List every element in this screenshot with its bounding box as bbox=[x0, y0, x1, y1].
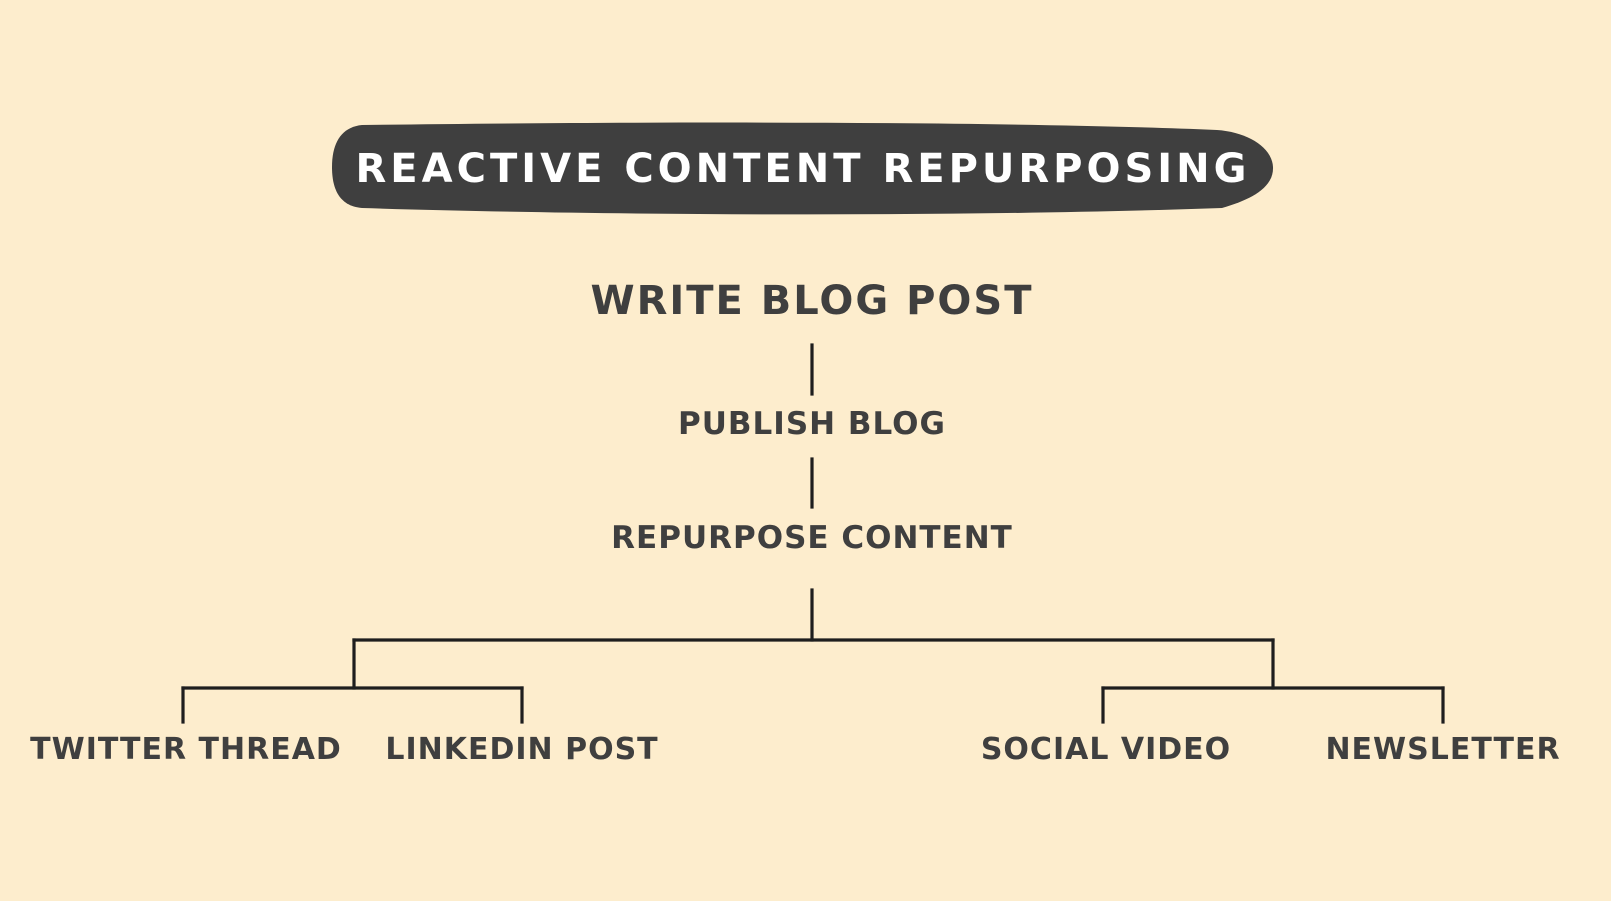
diagram-title: REACTIVE CONTENT REPURPOSING bbox=[355, 146, 1251, 192]
node-twitter-thread: TWITTER THREAD bbox=[30, 732, 342, 767]
title-banner: REACTIVE CONTENT REPURPOSING bbox=[332, 122, 1274, 216]
node-repurpose-content: REPURPOSE CONTENT bbox=[611, 520, 1013, 556]
node-social-video: SOCIAL VIDEO bbox=[980, 732, 1232, 767]
node-newsletter: NEWSLETTER bbox=[1325, 732, 1561, 767]
title-banner-shape bbox=[332, 122, 1274, 215]
node-write-blog-post: WRITE BLOG POST bbox=[590, 278, 1034, 324]
node-publish-blog: PUBLISH BLOG bbox=[678, 406, 946, 442]
node-linkedin-post: LINKEDIN POST bbox=[385, 732, 659, 767]
